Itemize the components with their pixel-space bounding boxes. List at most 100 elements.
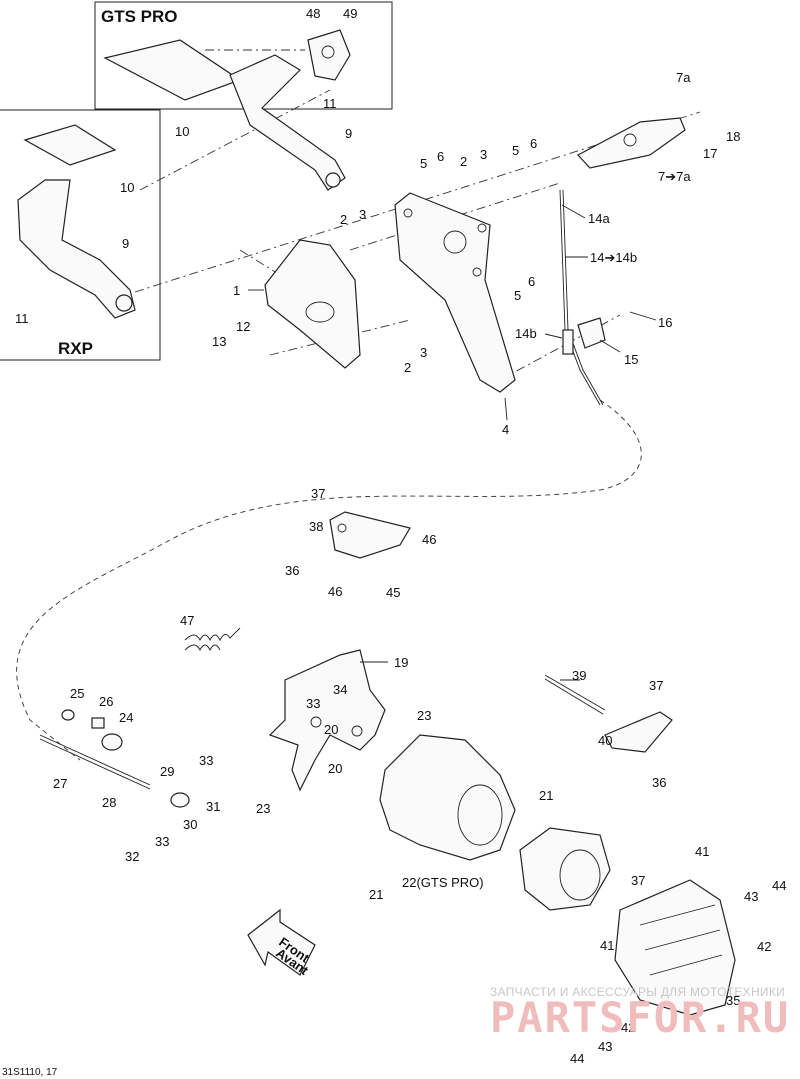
lever-9-rxp (17, 179, 136, 319)
label-2-a: 2 (340, 212, 347, 227)
label-16: 16 (658, 315, 672, 330)
label-3-c: 3 (480, 147, 487, 162)
label-47: 47 (180, 613, 194, 628)
nozzle-ring (519, 827, 611, 911)
label-12: 12 (236, 319, 250, 334)
label-35: 35 (726, 993, 740, 1008)
label-5-b: 5 (512, 143, 519, 158)
label-2-b: 2 (404, 360, 411, 375)
label-7a: 7a (676, 70, 691, 85)
label-30: 30 (183, 817, 197, 832)
cover-1 (264, 239, 361, 369)
label-6-b: 6 (530, 136, 537, 151)
label-1: 1 (233, 283, 240, 298)
label-6-a: 6 (437, 149, 444, 164)
label-23-a: 23 (417, 708, 431, 723)
label-44-b: 44 (570, 1051, 584, 1066)
label-33-c: 33 (155, 834, 169, 849)
pad-10-gts (103, 39, 242, 101)
label-45: 45 (386, 585, 400, 600)
label-20-a: 20 (324, 722, 338, 737)
drawing-code: 31S1110, 17 (2, 1067, 58, 1078)
part-labels: 48 49 11 10 9 10 9 11 1 2 3 12 13 3 2 4 … (15, 6, 786, 1066)
gts-pro-title: GTS PRO (101, 7, 178, 26)
label-27: 27 (53, 776, 67, 791)
label-41-a: 41 (695, 844, 709, 859)
label-5-a: 5 (420, 156, 427, 171)
label-49: 49 (343, 6, 357, 21)
label-24: 24 (119, 710, 133, 725)
rxp-inset-box: RXP (0, 109, 161, 361)
label-11-rxp: 11 (15, 311, 29, 326)
handle-7 (577, 117, 686, 169)
label-29: 29 (160, 764, 174, 779)
cable-route-dashed (16, 399, 642, 761)
label-43-a: 43 (744, 889, 758, 904)
reverse-gate-35 (614, 879, 736, 1016)
label-37-b: 37 (649, 678, 663, 693)
watermark-line-1: ЗАПЧАСТИ И АКСЕССУАРЫ ДЛЯ МОТОТЕХНИКИ (490, 985, 785, 999)
label-4: 4 (502, 422, 509, 437)
label-43-b: 43 (598, 1039, 612, 1054)
label-42-b: 42 (621, 1020, 635, 1035)
label-10-gts: 10 (175, 124, 189, 139)
label-25: 25 (70, 686, 84, 701)
label-7: 7➔7a (658, 169, 691, 184)
label-5-c: 5 (514, 288, 521, 303)
label-33-a: 33 (306, 696, 320, 711)
cable-14 (559, 189, 604, 406)
label-22: 22(GTS PRO) (402, 875, 484, 890)
watermark-line-2: PARTSFOR.RU (490, 993, 790, 1042)
bracket-38 (329, 511, 411, 559)
label-3-a: 3 (359, 207, 366, 222)
label-19: 19 (394, 655, 408, 670)
label-40: 40 (598, 733, 612, 748)
label-33-b: 33 (199, 753, 213, 768)
label-41-b: 41 (600, 938, 614, 953)
label-9-gts: 9 (345, 126, 352, 141)
label-34: 34 (333, 682, 347, 697)
label-38: 38 (309, 519, 323, 534)
label-46-b: 46 (328, 584, 342, 599)
lever-assembly-19 (268, 649, 386, 792)
label-18: 18 (726, 129, 740, 144)
label-6-c: 6 (528, 274, 535, 289)
lever-9-gts (229, 54, 346, 191)
label-39: 39 (572, 668, 586, 683)
label-13: 13 (212, 334, 226, 349)
label-15: 15 (624, 352, 638, 367)
label-21-a: 21 (539, 788, 553, 803)
label-20-b: 20 (328, 761, 342, 776)
label-3-b: 3 (420, 345, 427, 360)
label-28: 28 (102, 795, 116, 810)
label-21-b: 21 (369, 887, 383, 902)
label-31: 31 (206, 799, 220, 814)
bracket-40 (604, 711, 673, 753)
label-26: 26 (99, 694, 113, 709)
label-14b: 14b (515, 326, 537, 341)
label-23-b: 23 (256, 801, 270, 816)
spring-47 (184, 627, 241, 652)
label-46-a: 46 (422, 532, 436, 547)
label-10-rxp: 10 (120, 180, 134, 195)
label-32: 32 (125, 849, 139, 864)
label-2-c: 2 (460, 154, 467, 169)
plate-4 (394, 192, 516, 393)
rod-39 (544, 674, 606, 715)
label-14a: 14a (588, 211, 610, 226)
pump-housing-22 (379, 734, 516, 861)
label-37-a: 37 (311, 486, 325, 501)
bracket-15 (577, 317, 606, 349)
rxp-title: RXP (58, 339, 93, 358)
bracket-48-gts (307, 29, 351, 81)
cable-end-parts (39, 709, 190, 808)
label-17: 17 (703, 146, 717, 161)
label-44-a: 44 (772, 878, 786, 893)
pad-10-rxp (23, 124, 117, 166)
label-14: 14➔14b (590, 250, 637, 265)
label-36-a: 36 (285, 563, 299, 578)
label-11-gts: 11 (323, 96, 337, 111)
label-42-a: 42 (757, 939, 771, 954)
